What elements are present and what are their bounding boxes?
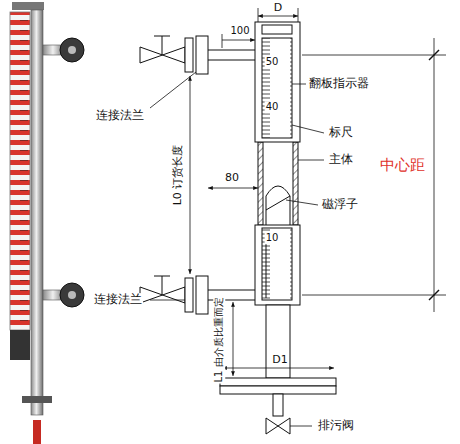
- upper-flange: [60, 38, 84, 62]
- bottom-flange: [220, 386, 336, 394]
- bottom-flange: [22, 396, 52, 403]
- leader-line: [292, 84, 306, 85]
- dimension-line: [222, 40, 255, 41]
- tick: [429, 290, 439, 300]
- dimension-text: D1: [271, 354, 288, 367]
- drain-valve: [33, 420, 41, 444]
- scale: [262, 228, 292, 300]
- valve-handle: [154, 276, 170, 277]
- flange-bore: [68, 46, 76, 54]
- gauge-photo: [10, 2, 84, 444]
- leader-line: [292, 125, 324, 133]
- leader-line: [150, 72, 196, 108]
- pipe-wall: [208, 50, 258, 51]
- dimension-line: [233, 302, 234, 376]
- lower-connection: [140, 276, 258, 314]
- dimension-text: 100: [229, 25, 250, 37]
- leader-line: [286, 200, 318, 205]
- flange-plate: [185, 278, 193, 312]
- scale-number: 10: [265, 232, 280, 244]
- upper-connection: [140, 36, 258, 74]
- scale-number: 50: [265, 56, 280, 68]
- gauge-tube: [31, 10, 43, 415]
- float-line: [266, 196, 290, 210]
- part-label: 磁浮子: [321, 198, 359, 212]
- lower-flange: [60, 283, 84, 307]
- indicator-housing: [255, 22, 300, 142]
- extension-line: [222, 34, 223, 48]
- dimension-text: L0 订货长度: [172, 144, 185, 207]
- dimension-line: [190, 76, 191, 274]
- extension-line: [258, 8, 259, 22]
- part-label: 连接法兰: [95, 109, 145, 123]
- valve-handle: [154, 36, 170, 37]
- flap-scale: [10, 12, 30, 330]
- pipe-wall: [208, 60, 258, 61]
- dimension-text: D: [273, 2, 283, 15]
- scale-number: 40: [265, 101, 280, 113]
- lower-tube: [266, 305, 290, 378]
- wall-hatch: [293, 142, 298, 225]
- part-label: 连接法兰: [93, 293, 143, 307]
- leader-line: [150, 300, 185, 301]
- extension-line: [302, 55, 446, 56]
- drain-pipe: [273, 394, 283, 416]
- dimension-line: [434, 38, 435, 312]
- valve-stem: [162, 36, 163, 55]
- top-cap: [12, 2, 44, 10]
- float: [266, 186, 290, 225]
- valve-stem: [162, 276, 163, 295]
- bottom-flange: [220, 378, 336, 386]
- drain-valve: [266, 418, 290, 434]
- float-edge: [266, 240, 267, 298]
- tick: [429, 50, 439, 60]
- part-label: 主体: [328, 153, 354, 167]
- leader-line: [298, 160, 324, 161]
- flange-plate: [196, 276, 208, 314]
- flange-bore: [68, 291, 76, 299]
- name-plate: [262, 25, 292, 34]
- center-distance-label: 中心距: [379, 157, 426, 174]
- dimensions: [150, 8, 446, 426]
- scale: [262, 38, 292, 138]
- dimension-line: [222, 368, 334, 369]
- part-label: 翻板指示器: [308, 77, 370, 91]
- dimension-text: 80: [224, 172, 240, 185]
- part-label: 排污阀: [317, 419, 355, 433]
- extension-line: [302, 295, 446, 296]
- dimension-line: [208, 188, 258, 189]
- lower-housing: [255, 225, 300, 305]
- switch-box: [10, 330, 30, 360]
- flange-plate: [185, 38, 193, 72]
- extension-line: [298, 8, 299, 22]
- wall-hatch: [258, 142, 263, 225]
- leader-line: [290, 426, 312, 427]
- flange-plate: [196, 36, 208, 74]
- dimension-text: L1 由介质比重而定: [213, 296, 225, 383]
- pipe-wall: [208, 290, 258, 291]
- part-label: 标尺: [328, 126, 354, 140]
- dimension-line: [258, 16, 298, 17]
